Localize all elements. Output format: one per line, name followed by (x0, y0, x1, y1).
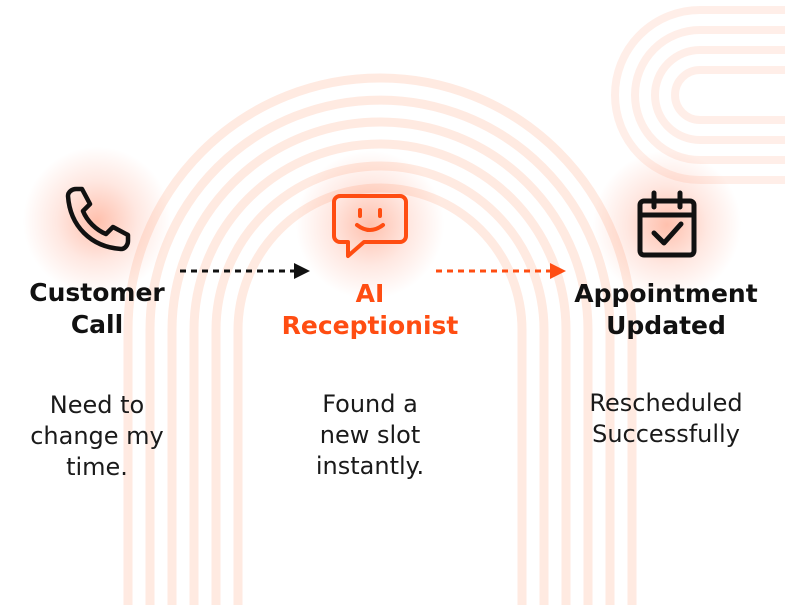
step-title: Appointment Updated (574, 279, 758, 340)
calendar-check-icon (637, 190, 697, 258)
step-description: Rescheduled Successfully (589, 389, 743, 448)
step-title-accent: AI Receptionist (281, 279, 459, 340)
step-description: Need to change my time. (30, 391, 164, 481)
phone-icon (65, 186, 131, 252)
glow-step-2 (295, 150, 445, 300)
step-description: Found a new slot instantly. (315, 390, 425, 480)
chat-smile-icon (332, 194, 408, 258)
step-title: Customer Call (29, 278, 165, 339)
glow-step-1 (22, 146, 172, 296)
connector-arrow-1 (180, 263, 310, 279)
glow-step-3 (592, 150, 742, 300)
connector-arrow-2 (436, 263, 566, 279)
